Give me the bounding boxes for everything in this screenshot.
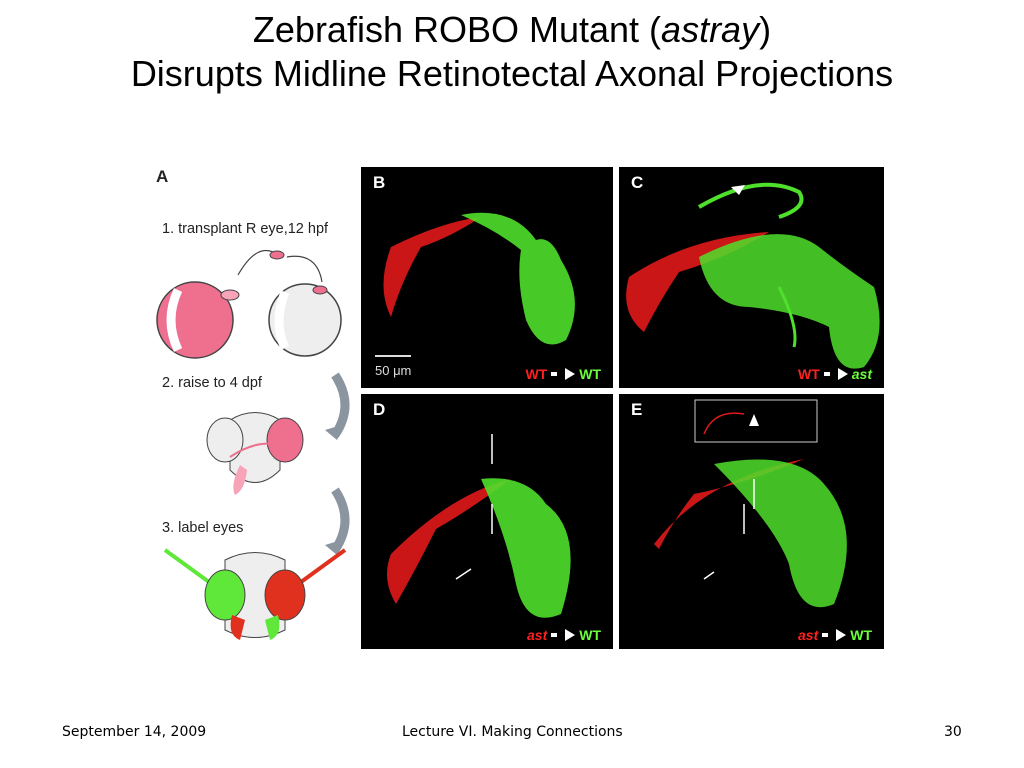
scale-bar: 50 μm [375, 355, 411, 378]
scale-bar-text: 50 μm [375, 363, 412, 378]
title-suffix: ) [759, 9, 772, 50]
panel-c: C WT ast [619, 167, 884, 388]
title-line-1: Zebrafish ROBO Mutant (astray) [0, 8, 1024, 52]
panel-e-label: E [631, 400, 643, 419]
title-line-2: Disrupts Midline Retinotectal Axonal Pro… [130, 53, 894, 94]
donor-embryo [156, 281, 240, 359]
inset-box [694, 399, 818, 443]
slide-title: Zebrafish ROBO Mutant (astray) Disrupts … [0, 8, 1024, 96]
panel-d-host: WT [579, 627, 601, 643]
panel-e-host: WT [850, 627, 872, 643]
panel-b: B 50 μm WT WT [361, 167, 613, 388]
arrow-shaft [551, 372, 558, 376]
panel-c-image [626, 182, 880, 369]
panel-c-label: C [631, 173, 644, 192]
panel-e-donor: ast [798, 627, 819, 643]
panel-d-label: D [373, 400, 386, 419]
step-2-label: 2. raise to 4 dpf [162, 375, 262, 391]
panel-c-genotype: WT ast [798, 366, 872, 382]
panel-d-donor: ast [527, 627, 548, 643]
panel-d-genotype: ast WT [527, 627, 601, 643]
footer-page-number: 30 [944, 724, 962, 740]
arrow-right-icon [836, 629, 847, 641]
panel-d-image [387, 434, 571, 618]
larva-labeled [163, 548, 347, 640]
panel-a-schematic: A 1. transplant R eye,12 hpf 2. raise to… [150, 165, 360, 650]
panel-a-label: A [156, 167, 169, 186]
arrow-right-icon [837, 368, 848, 380]
arrow-shaft [822, 633, 829, 637]
arrow-right-icon [565, 368, 576, 380]
arrowhead-icon [731, 185, 745, 195]
panel-d: D ast WT [361, 394, 613, 649]
panel-e-image [654, 399, 847, 608]
arrow-shaft [551, 633, 558, 637]
panel-e-genotype: ast WT [798, 627, 872, 643]
panel-c-donor: WT [798, 366, 820, 382]
step-1-label: 1. transplant R eye,12 hpf [162, 221, 329, 237]
arrowhead-icon [749, 414, 759, 426]
panel-b-host: WT [579, 366, 601, 382]
panel-b-image [383, 212, 575, 345]
panel-e: E ast WT [619, 394, 884, 649]
footer-date: September 14, 2009 [62, 724, 207, 740]
arrow-right-icon [565, 629, 576, 641]
title-prefix: Zebrafish ROBO Mutant ( [252, 9, 662, 50]
panel-c-host: ast [851, 366, 872, 382]
panel-b-genotype: WT WT [525, 366, 601, 382]
larva-4dpf [206, 412, 304, 495]
host-embryo [268, 283, 342, 357]
arrow-shaft [823, 372, 830, 376]
panel-b-label: B [373, 173, 386, 192]
scale-bar-line [375, 355, 411, 357]
step-3-label: 3. label eyes [162, 520, 244, 536]
panel-b-donor: WT [525, 366, 548, 382]
panel-a-drawings [156, 250, 350, 640]
title-italic-astray: astray [661, 9, 760, 50]
footer-lecture: Lecture VI. Making Connections [402, 724, 623, 740]
